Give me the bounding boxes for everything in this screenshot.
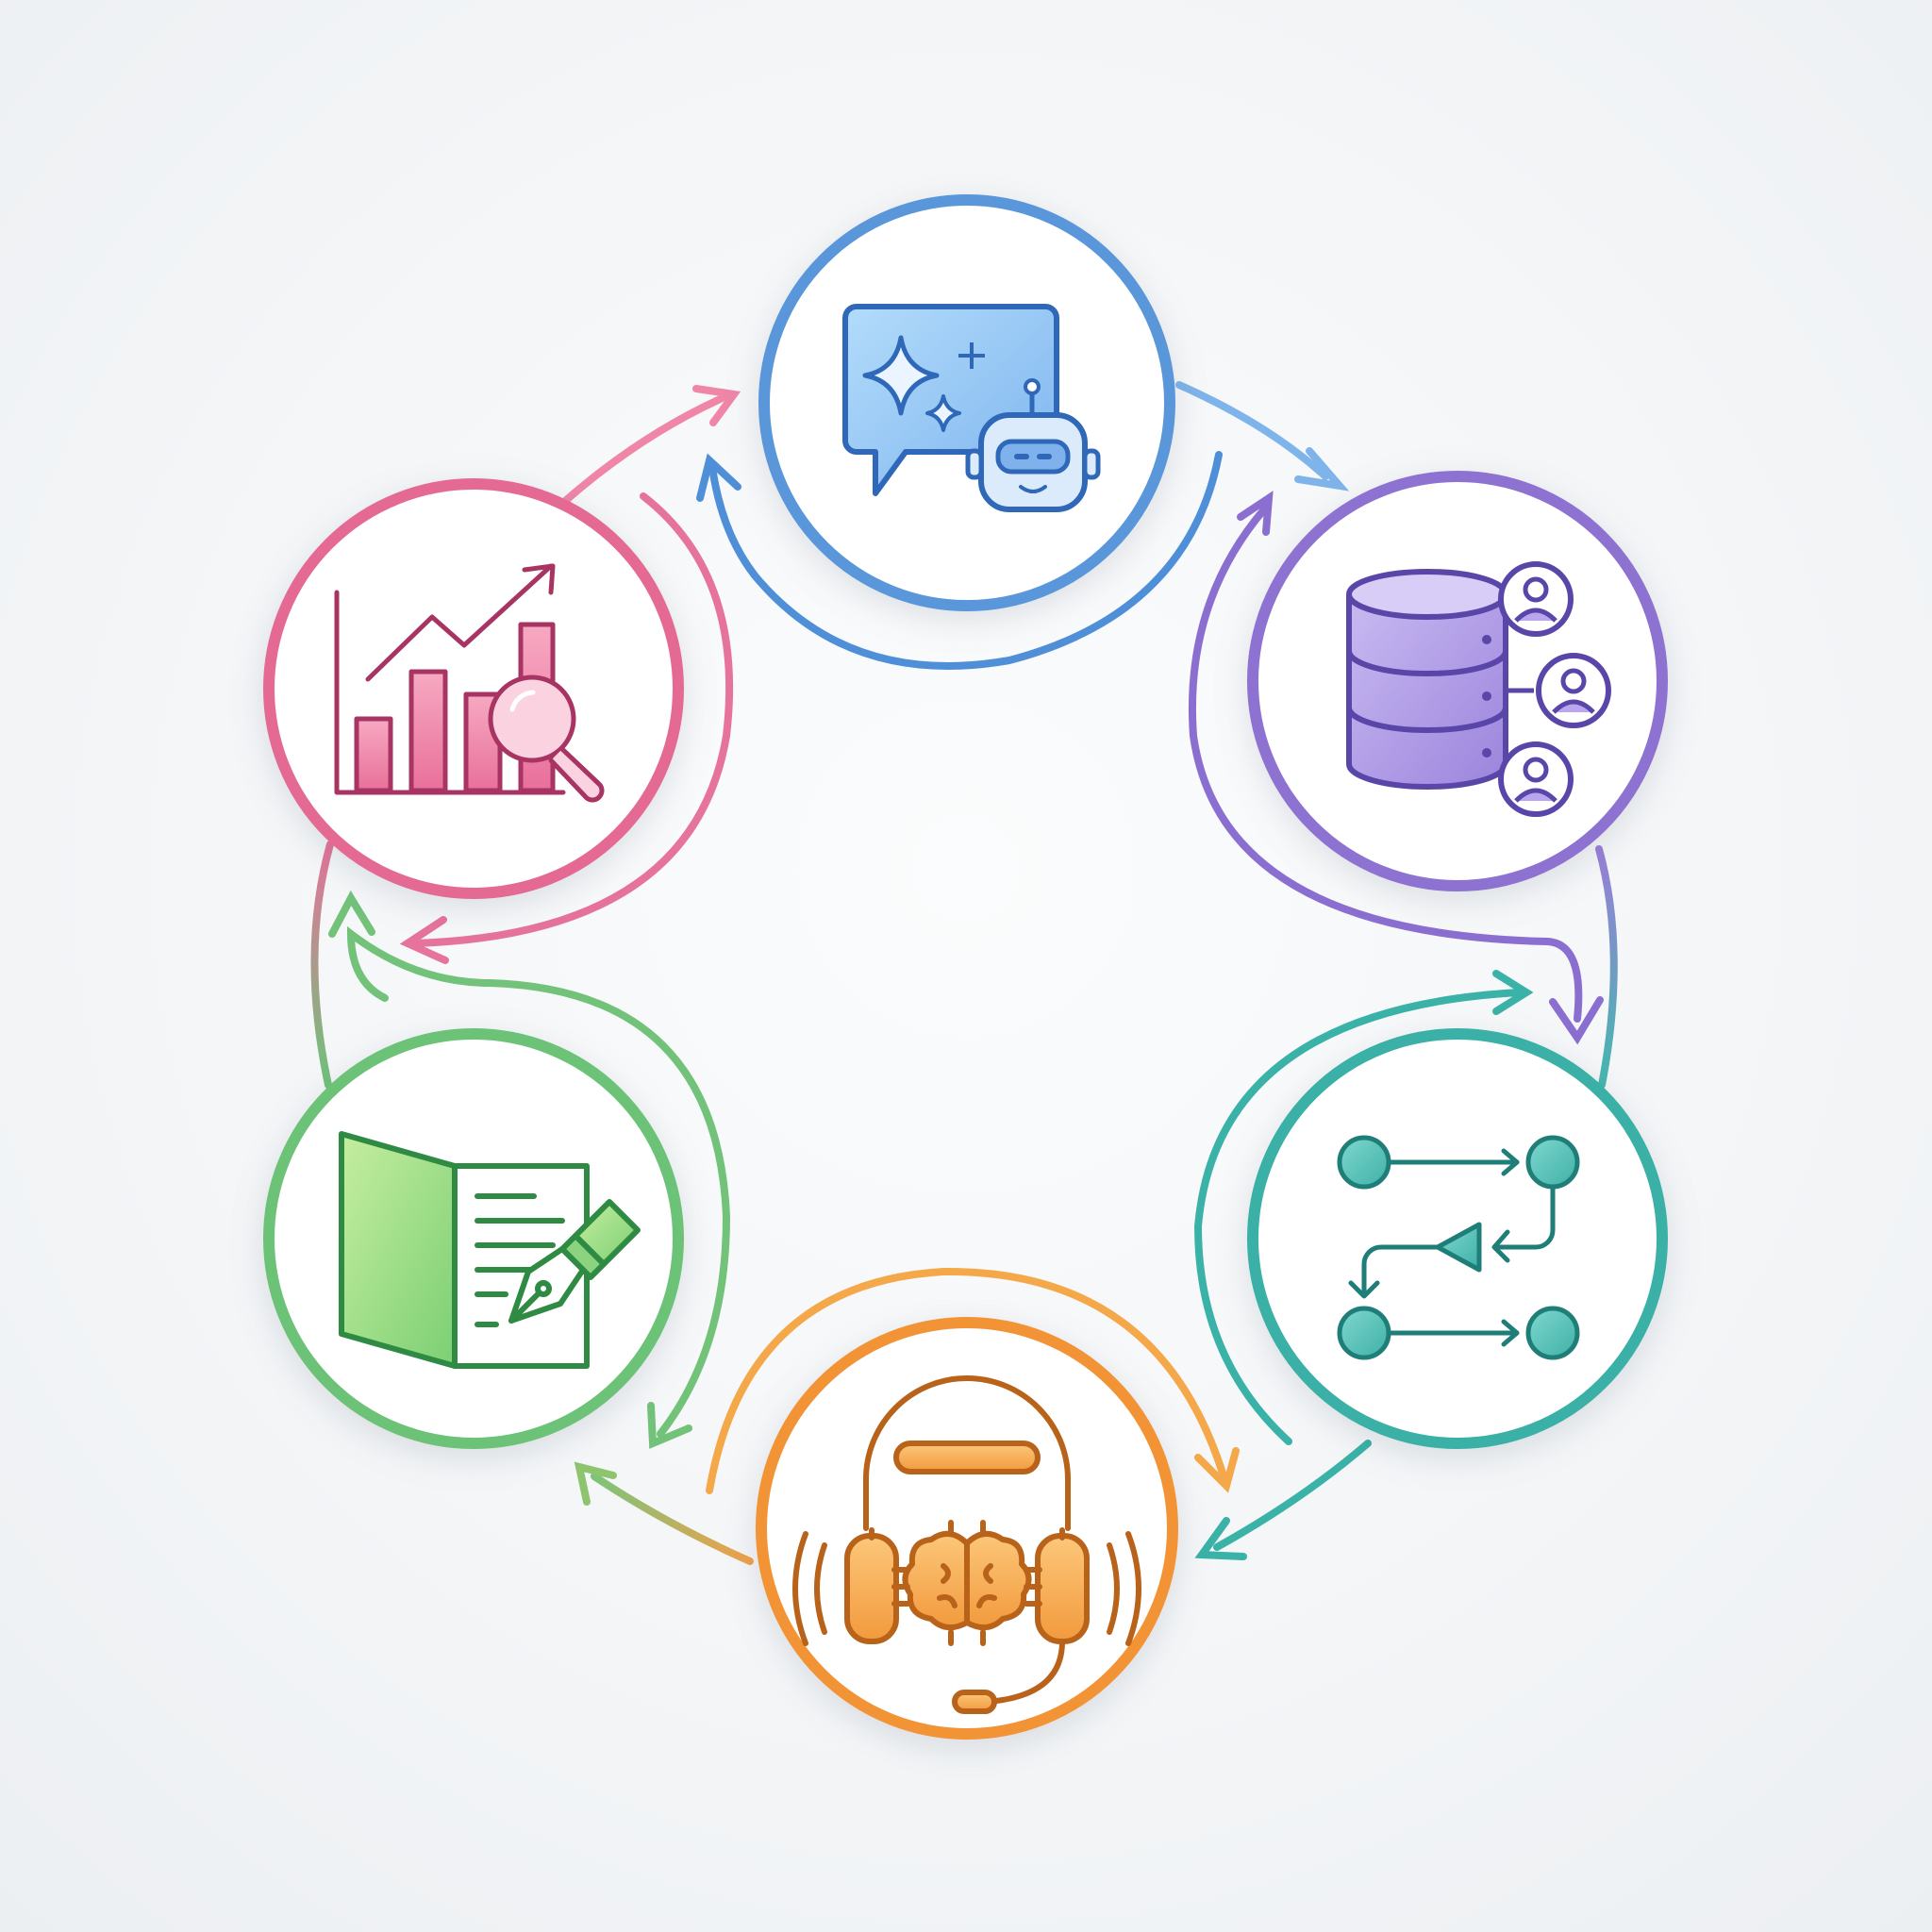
arrowhead-voice-to-documents — [574, 1461, 617, 1506]
arrowhead-ai-to-data — [1294, 447, 1350, 491]
arrow-voice-to-documents — [591, 1473, 754, 1565]
arrowhead-loop-analytics — [399, 916, 449, 964]
arrowhead-loop-data — [1549, 996, 1604, 1045]
arrowhead-loop-ai — [696, 453, 741, 502]
chart-magnifier-icon — [334, 563, 605, 803]
brain-chip-icon — [891, 1520, 1042, 1646]
loop-voice — [706, 1267, 1228, 1494]
arrow-analytics-to-ai — [560, 392, 730, 506]
arrowhead-loop-workflow — [1492, 970, 1534, 1015]
arrowhead-analytics-to-ai — [692, 385, 741, 426]
document-pen-icon — [339, 1131, 641, 1369]
loop-documents — [346, 925, 731, 1438]
fountain-pen-icon — [508, 1199, 641, 1324]
magnifier-icon — [488, 675, 605, 803]
arrowhead-loop-data-top — [1237, 491, 1274, 536]
user-avatar-icon — [1536, 653, 1611, 728]
node-analytics — [263, 478, 684, 899]
loop-workflow — [1193, 989, 1523, 1445]
arrow-ai-to-data — [1175, 381, 1329, 480]
arrow-documents-to-analytics — [310, 841, 334, 1089]
arrow-workflow-to-voice — [1213, 1440, 1372, 1551]
headset-brain-icon — [792, 1375, 1141, 1714]
chat-robot-sparkle-icon — [842, 304, 1101, 512]
arrowhead-workflow-to-voice — [1194, 1517, 1247, 1560]
arrowhead-loop-documents-top — [328, 890, 375, 938]
connector-arrows — [310, 381, 1618, 1565]
node-voice-support — [756, 1317, 1178, 1740]
arrowhead-loop-documents — [647, 1402, 692, 1449]
user-avatar-icon — [1498, 561, 1574, 637]
loop-data — [1188, 506, 1583, 1023]
loop-analytics — [411, 492, 734, 947]
user-avatar-icon — [1498, 741, 1574, 817]
workflow-nodes-icon — [1337, 1135, 1580, 1360]
arrowhead-loop-voice — [1194, 1447, 1240, 1493]
database-users-icon — [1346, 561, 1611, 817]
arrow-data-to-workflow — [1595, 845, 1618, 1089]
loop-ai — [708, 451, 1223, 670]
